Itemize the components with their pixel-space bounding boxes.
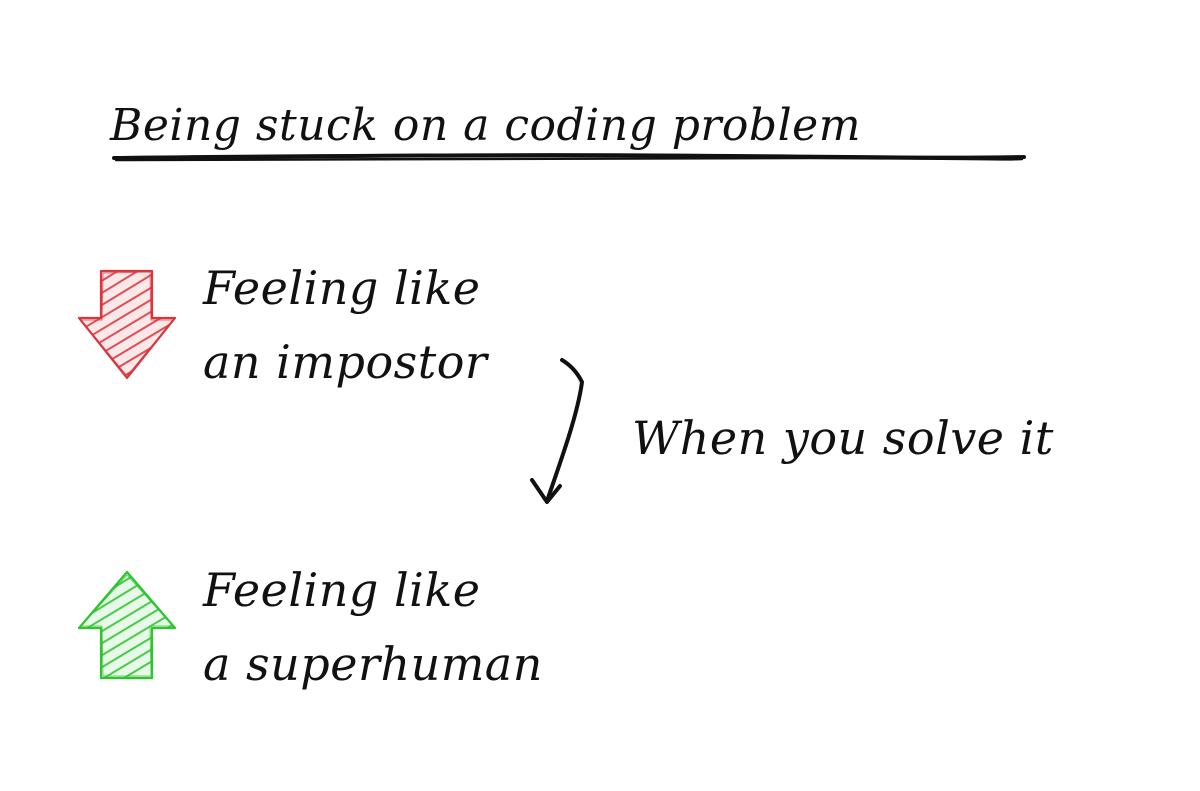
curved-arrow-icon: [530, 358, 585, 504]
impostor-line-1: Feeling like: [203, 261, 481, 315]
impostor-line-2: an impostor: [203, 335, 488, 389]
transition-label: When you solve it: [632, 411, 1054, 465]
superhuman-line-1: Feeling like: [203, 563, 481, 617]
superhuman-line-2: a superhuman: [203, 637, 543, 691]
up-arrow-icon: [77, 570, 177, 680]
down-arrow-icon: [77, 269, 177, 380]
page-title: Being stuck on a coding problem: [110, 100, 861, 151]
title-underline: [112, 153, 1026, 162]
